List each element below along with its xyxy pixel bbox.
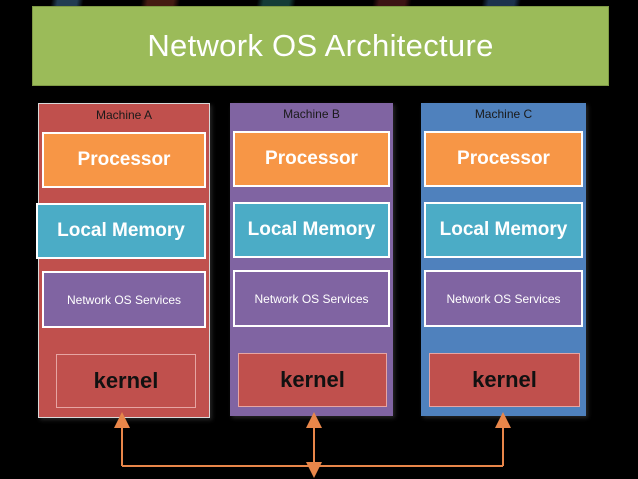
local-memory-box: Local Memory xyxy=(36,203,206,259)
machine-b: Machine B Processor Local Memory Network… xyxy=(230,103,393,416)
network-os-services-box: Network OS Services xyxy=(424,270,583,327)
kernel-box: kernel xyxy=(429,353,580,407)
processor-box: Processor xyxy=(233,131,390,187)
kernel-box: kernel xyxy=(238,353,387,407)
network-os-services-box: Network OS Services xyxy=(233,270,390,327)
machine-label: Machine C xyxy=(474,107,533,121)
diagram-title: Network OS Architecture xyxy=(32,6,609,86)
machine-label: Machine B xyxy=(283,107,340,121)
processor-box: Processor xyxy=(424,131,583,187)
local-memory-box: Local Memory xyxy=(424,202,583,258)
processor-box: Processor xyxy=(42,132,206,188)
network-os-services-box: Network OS Services xyxy=(42,271,206,328)
kernel-box: kernel xyxy=(56,354,196,408)
machine-label: Machine A xyxy=(95,108,153,122)
local-memory-box: Local Memory xyxy=(233,202,390,258)
machine-a: Machine A Processor Local Memory Network… xyxy=(36,103,210,418)
machine-c: Machine C Processor Local Memory Network… xyxy=(421,103,586,416)
